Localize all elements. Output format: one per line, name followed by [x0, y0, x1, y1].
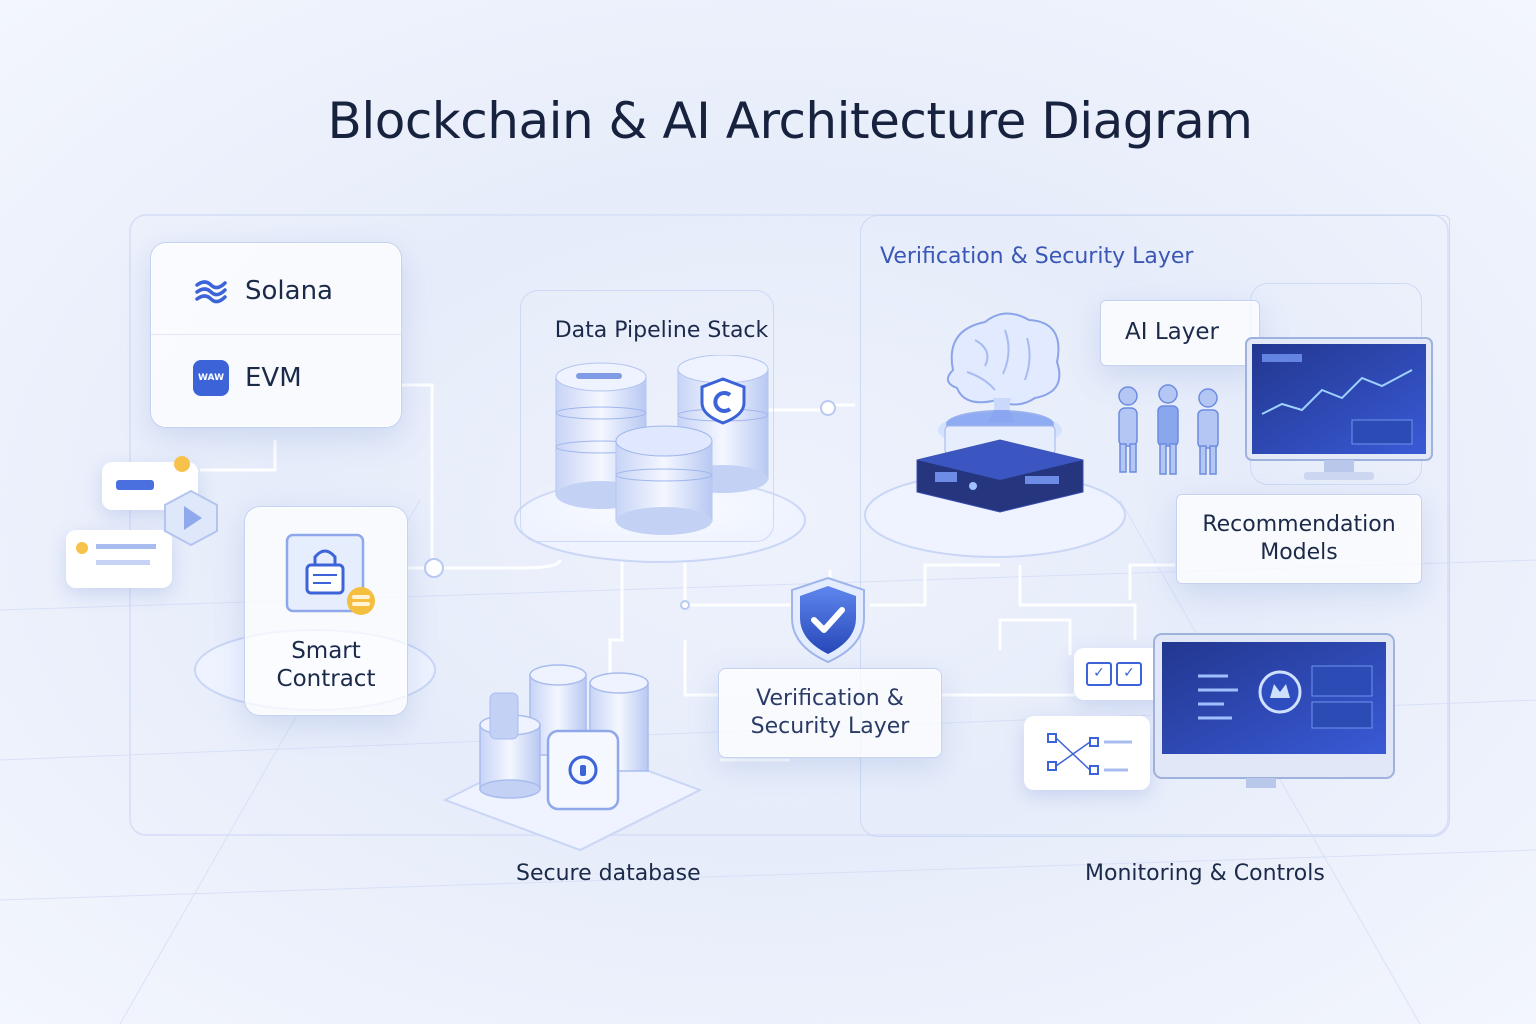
brain-chip-icon: [916, 312, 1084, 513]
play-hexagon-icon: [164, 489, 218, 547]
flow-graph-card: [1024, 716, 1150, 790]
shield-check-icon: [791, 576, 865, 664]
analytics-monitor-icon: [1245, 337, 1433, 480]
secure-database-icon: [479, 664, 649, 811]
security-group-frame[interactable]: [860, 215, 1450, 837]
chain-row-solana[interactable]: Solana: [151, 248, 401, 335]
database-stack-icon: [555, 355, 769, 535]
monitor-dashboard-icon: [1153, 633, 1395, 788]
verification-label: Verification & Security Layer: [719, 685, 941, 741]
pipeline-frame[interactable]: [520, 290, 774, 542]
secure-db-label: Secure database: [516, 861, 701, 886]
smart-contract-card[interactable]: Smart Contract: [244, 506, 408, 716]
recommendation-label: Recommendation Models: [1177, 511, 1421, 567]
flow-graph-icon: [1047, 733, 1132, 775]
recommendation-line2: Models: [1260, 540, 1338, 565]
smart-contract-line2: Contract: [276, 666, 376, 692]
evm-icon: WAW: [193, 360, 229, 396]
notification-card: [66, 530, 172, 588]
smart-contract-line1: Smart: [291, 638, 361, 664]
solana-icon: [195, 280, 227, 304]
lock-document-icon: [285, 533, 375, 615]
evm-icon-badge: WAW: [197, 373, 224, 383]
recommendation-line1: Recommendation: [1202, 512, 1396, 537]
team-people-icon: [1118, 384, 1219, 475]
verification-card[interactable]: Verification & Security Layer: [718, 668, 942, 758]
security-group-label: Verification & Security Layer: [880, 244, 1194, 269]
chain-row-evm[interactable]: WAW EVM: [151, 335, 401, 421]
verification-line1: Verification &: [756, 686, 904, 711]
ai-layer-label: AI Layer: [1125, 319, 1219, 345]
recommendation-card[interactable]: Recommendation Models: [1176, 494, 1422, 584]
chain-label-evm: EVM: [245, 363, 302, 393]
ai-layer-card[interactable]: AI Layer: [1100, 300, 1260, 366]
chain-label-solana: Solana: [245, 276, 333, 306]
smart-contract-label: Smart Contract: [245, 637, 407, 693]
monitoring-label: Monitoring & Controls: [1085, 861, 1325, 886]
page-title: Blockchain & AI Architecture Diagram: [327, 92, 1253, 150]
verification-line2: Security Layer: [750, 714, 910, 739]
blockchain-card: Solana WAW EVM: [150, 242, 402, 428]
pipeline-label: Data Pipeline Stack: [554, 318, 769, 343]
